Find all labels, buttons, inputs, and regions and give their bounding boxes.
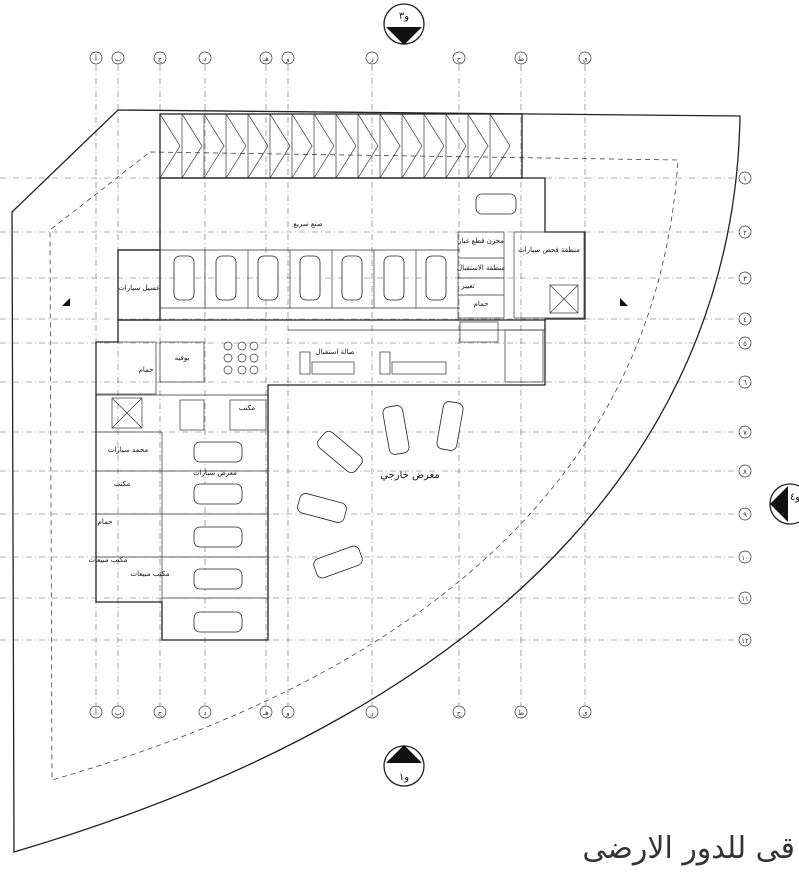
room-label-quick-service: صنع سريع (293, 220, 322, 228)
grid-col-label: ج (158, 55, 163, 63)
section-marker-bottom: و١ (383, 745, 425, 787)
grid-row-label: ١ (743, 175, 747, 183)
room-label-car-inspection: منطقة فحص سيارات (518, 246, 580, 254)
grid-col-label: ز (369, 709, 373, 717)
grid-col-label: هـ (262, 709, 269, 717)
grid-col-label: ي (582, 55, 588, 63)
grid-row-label: ١٠ (741, 554, 749, 562)
drawing-title: قى للدور الارضى (582, 831, 795, 866)
lounge-furniture (223, 341, 447, 375)
grid-row-label: ١١ (741, 595, 749, 603)
room-label-outdoor-show: معرض خارجي (380, 470, 440, 481)
room-label-car-prep: معرض سيارات (193, 469, 237, 477)
section-right-label: و٤ (790, 492, 799, 503)
section-marker-top: و٣ (383, 3, 425, 45)
room-label-waiting: صالة استقبال (316, 348, 355, 356)
grid-col-label: ح (457, 55, 462, 63)
room-label-sales-office: مكتب مبيعات (131, 570, 170, 578)
grid-row-label: ٦ (743, 379, 747, 387)
grid-col-label: أ (95, 708, 97, 717)
setback-line (49, 151, 679, 781)
room-label-office-2: مكتب (114, 480, 131, 488)
grid-row-label: ٢ (743, 229, 747, 237)
grid-col-label: و (285, 55, 289, 63)
room-label-dressing: تغيير (460, 282, 474, 290)
grid-col-label: ب (115, 709, 122, 717)
row-bubbles-right: ١ ٢ ٣ ٤ ٥ ٦ ٧ ٨ ٩ ١٠ ١١ ١٢ (738, 171, 752, 647)
building-walls (95, 177, 586, 641)
section-cut-arrows (62, 298, 628, 306)
grid-row-label: ٩ (743, 511, 747, 519)
grid-row-label: ٥ (743, 340, 747, 348)
grid-row-label: ٣ (743, 275, 747, 283)
canopy-parking (159, 113, 523, 179)
column-bubbles-bottom: أ ب ج د هـ و ز ح ط ي (89, 705, 592, 719)
room-label-wc-2: حمام (474, 300, 489, 308)
section-top-label: و٣ (399, 11, 409, 22)
room-label-car-stock: محمد سيارات (108, 446, 148, 454)
column-bubbles-top: أ ب ج د هـ و ز ح ط ي (89, 51, 592, 65)
showroom-cars (193, 441, 243, 633)
room-label-car-wash: غسيل سيارات (118, 284, 160, 292)
room-label-wc-3: حمام (98, 518, 113, 526)
room-label-office-1: مكتب (239, 404, 256, 412)
room-labels: صنع سريع غسيل سيارات مخزن قطع غيار منطقة… (89, 220, 581, 578)
room-label-buffet: بوفيه (175, 354, 190, 362)
grid-col-label: ج (158, 709, 163, 717)
room-label-parts-store: مخزن قطع غيار (457, 237, 504, 245)
room-label-reception: منطقة الاستقبال (457, 264, 505, 272)
horizontal-grid-lines (0, 177, 735, 641)
grid-col-label: د (203, 55, 206, 63)
grid-col-label: ط (518, 709, 524, 717)
grid-col-label: أ (95, 54, 97, 63)
room-label-cars-office: مكتب مبيعات (89, 556, 128, 564)
grid-col-label: د (203, 709, 206, 717)
room-label-wc-1: حمام (139, 366, 154, 374)
grid-col-label: ح (457, 709, 462, 717)
grid-row-label: ١٢ (741, 637, 749, 645)
section-bottom-label: و١ (399, 772, 409, 783)
grid-col-label: و (285, 709, 289, 717)
grid-row-label: ٧ (743, 429, 747, 437)
grid-row-label: ٤ (743, 316, 747, 324)
grid-col-label: هـ (262, 55, 269, 63)
service-bay-cars (173, 193, 517, 301)
grid-col-label: ط (518, 55, 524, 63)
grid-col-label: ب (115, 55, 122, 63)
grid-col-label: ي (582, 709, 588, 717)
grid-col-label: ز (369, 55, 373, 63)
site-boundary (11, 109, 741, 853)
section-marker-right: و٤ (769, 483, 799, 525)
outdoor-cars (297, 401, 464, 579)
grid-row-label: ٨ (743, 468, 747, 476)
